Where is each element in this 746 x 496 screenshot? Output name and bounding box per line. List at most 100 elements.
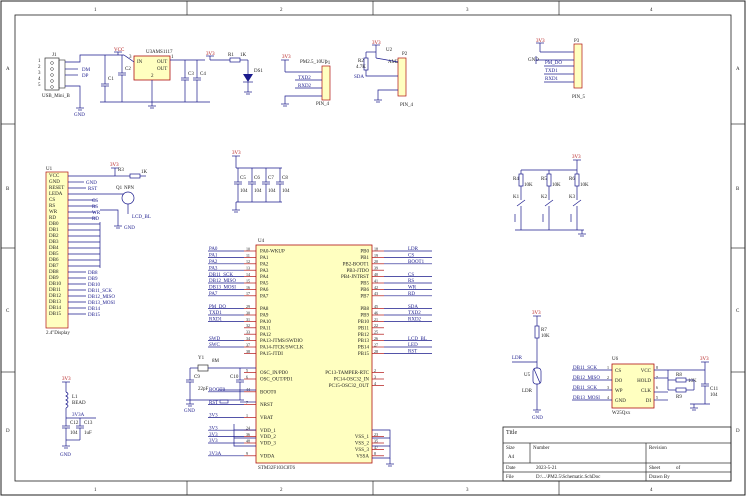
mcu-right-net-2: BOOT1 — [408, 260, 425, 265]
svg-text:DS1: DS1 — [254, 69, 263, 74]
svg-text:LDR: LDR — [512, 356, 523, 361]
svg-text:4.7K: 4.7K — [356, 65, 366, 70]
mcu-right-pin-num-12: 22 — [374, 323, 378, 328]
mcu-left-pin-24: NRST — [260, 403, 273, 408]
svg-text:Size: Size — [506, 446, 515, 451]
svg-text:PM2.5_10U1: PM2.5_10U1 — [300, 60, 328, 65]
mcu-left-pin-num-32: 9 — [246, 451, 248, 456]
mcu-right-net-1: CS — [408, 254, 414, 259]
flash-left-net-1: DB12_MISO — [573, 376, 600, 381]
svg-text:1K: 1K — [240, 53, 247, 58]
svg-text:3: 3 — [129, 55, 132, 60]
svg-text:OUT: OUT — [157, 67, 167, 72]
svg-text:J1: J1 — [52, 53, 57, 58]
mcu-right-pin-num-2: 20 — [374, 259, 378, 264]
lcd-display: U1 VCCGNDRESETLEDACSRSWRRDDB0DB1DB2DB3DB… — [45, 163, 151, 336]
svg-text:1: 1 — [171, 55, 174, 60]
mcu-left-net-3: PA3 — [209, 266, 218, 271]
mcu-right-pin-0: PB0 — [360, 250, 369, 255]
svg-text:R2: R2 — [358, 59, 364, 64]
lcd-bus-net-2: DB10 — [88, 283, 100, 288]
mcu-right-pin-30: VSS_2 — [355, 442, 370, 447]
mcu-left-net-0: PA0 — [209, 247, 218, 252]
mcu-left-pin-28: VDD_1 — [260, 429, 276, 434]
usb-net-dp: DP — [82, 74, 89, 79]
frame-col-4: 4 — [650, 8, 653, 13]
mcu-left-pin-num-30: 48 — [246, 438, 250, 443]
svg-text:1uF: 1uF — [84, 431, 92, 436]
flash-left-net-2: DB11_SCK — [573, 386, 597, 391]
mcu-left-pin-num-1: 11 — [246, 253, 250, 258]
lcd-pin-12: DB3 — [49, 240, 59, 245]
mcu-right-net-10: TXD2 — [408, 311, 421, 316]
frame-col-1: 1 — [94, 8, 97, 13]
mcu-right-pin-num-11: 21 — [374, 317, 378, 322]
lcd-pin-16: DB7 — [49, 264, 59, 269]
mcu-left-pin-num-3: 13 — [246, 266, 250, 271]
mcu-section: U4 STM32F103C8T6 PA0-WKUP10PA0PA111PA1PA… — [184, 239, 432, 471]
button-key-2: K3 — [569, 195, 576, 200]
flash-left-net-0: DB11_SCK — [573, 366, 597, 371]
title-block: Title Size A4 Number Revision Date 2023-… — [502, 426, 732, 482]
svg-text:C9: C9 — [194, 375, 200, 380]
mcu-right-pin-num-21: 4 — [374, 381, 376, 386]
lcd-pin-22: DB13 — [49, 300, 61, 305]
mcu-left-net-24: RST — [209, 401, 218, 406]
mcu-left-pin-num-4: 14 — [246, 272, 250, 277]
flash-chip — [611, 363, 655, 409]
regulator-chip — [133, 55, 171, 81]
mcu-left-pin-num-15: 37 — [246, 342, 250, 347]
mcu-right-pin-num-7: 43 — [374, 291, 378, 296]
mcu-right-pin-7: PB7 — [360, 294, 369, 299]
flash-left-net-3: DB13_MOSI — [573, 396, 600, 401]
mcu-right-net-0: LDR — [408, 247, 419, 252]
frame-col-2: 2 — [280, 8, 283, 13]
svg-text:3V3: 3V3 — [572, 155, 581, 160]
flash-left-pin-3: GND — [615, 399, 626, 404]
lcd-pin-7: WR — [49, 210, 58, 215]
mcu-right-pin-3: PB3-JTDO — [346, 269, 369, 274]
mcu-right-pin-num-0: 18 — [374, 246, 378, 251]
mcu-left-pin-13: PA12 — [260, 333, 271, 338]
lcd-pin-17: DB8 — [49, 270, 59, 275]
mcu-right-pin-num-15: 27 — [374, 342, 378, 347]
svg-text:LCD_BL: LCD_BL — [132, 215, 151, 220]
svg-text:of: of — [676, 466, 681, 471]
flash-right-pin-2: CLK — [641, 389, 651, 394]
lcd-bus-net-5: DB13_MOSI — [88, 301, 115, 306]
button-icon — [572, 199, 582, 207]
flash-left-num-0: 1 — [607, 365, 609, 370]
svg-text:10K: 10K — [688, 379, 697, 384]
mcu-left-pin-num-16: 38 — [246, 349, 250, 354]
svg-text:GND: GND — [184, 409, 195, 414]
flash-right-pin-3: DI — [646, 399, 652, 404]
svg-text:Y1: Y1 — [198, 356, 205, 361]
decap-ref-2: C7 — [268, 176, 274, 181]
svg-text:Revision: Revision — [649, 446, 667, 451]
regulator-name: AMS1117 — [152, 50, 173, 55]
button-r-ref-2: R6 — [569, 177, 575, 182]
mcu-left-pin-10: PA9 — [260, 314, 269, 319]
mcu-left-pin-6: PA6 — [260, 288, 269, 293]
mcu-left-net-4: DB11_SCK — [209, 273, 233, 278]
svg-text:4: 4 — [38, 77, 41, 82]
svg-text:C10: C10 — [230, 375, 239, 380]
svg-text:R9: R9 — [676, 395, 682, 400]
mcu-right-pin-num-29: 23 — [374, 432, 378, 437]
svg-text:WR: WR — [92, 211, 101, 216]
mcu-left-net-5: DB12_MISO — [209, 279, 236, 284]
svg-text:IN: IN — [137, 60, 143, 65]
mcu-left-pin-num-11: 31 — [246, 317, 250, 322]
mcu-left-pin-num-28: 24 — [246, 426, 250, 431]
usb-gnd: GND — [74, 113, 85, 118]
mcu-right-pin-14: PB13 — [358, 339, 370, 344]
svg-text:2: 2 — [151, 74, 154, 79]
svg-text:GND: GND — [60, 453, 71, 458]
mcu-chip — [255, 244, 373, 464]
mcu-left-net-10: TXD1 — [209, 311, 222, 316]
svg-text:2023-5-21: 2023-5-21 — [536, 466, 557, 471]
decap-ref-0: C5 — [240, 176, 246, 181]
svg-text:C11: C11 — [710, 387, 719, 392]
svg-text:File: File — [506, 475, 515, 480]
